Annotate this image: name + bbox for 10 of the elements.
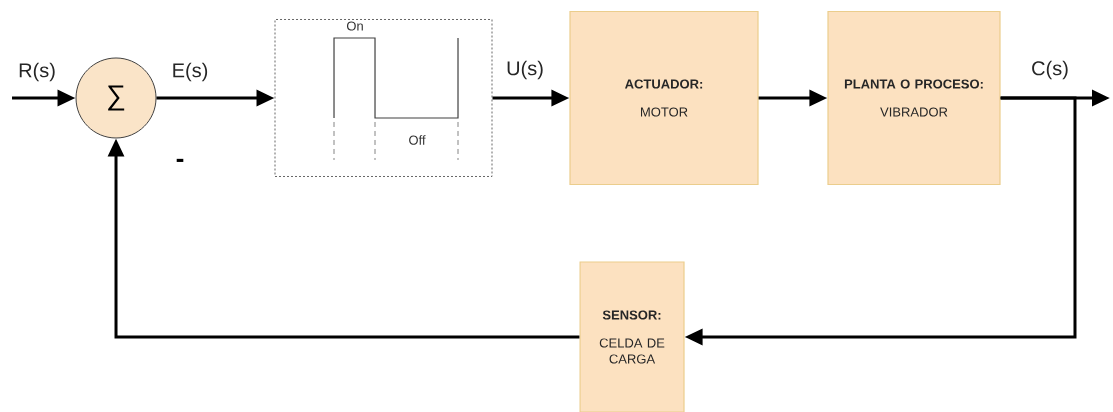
process-box: ACTUADOR: MOTOR xyxy=(569,10,759,186)
edge-label: C(s) xyxy=(1032,60,1068,80)
summing-junction: ∑ xyxy=(75,57,157,139)
process-box: PLANTA O PROCESO: VIBRADOR xyxy=(827,10,1001,186)
relay-block: On Off xyxy=(274,19,493,177)
edge-label: R(s) xyxy=(19,62,55,82)
edge-label: U(s) xyxy=(507,60,543,80)
minus-sign: - xyxy=(176,158,184,162)
process-box: SENSOR: CELDA DE CARGA xyxy=(579,261,685,412)
edge-label: E(s) xyxy=(173,62,208,82)
